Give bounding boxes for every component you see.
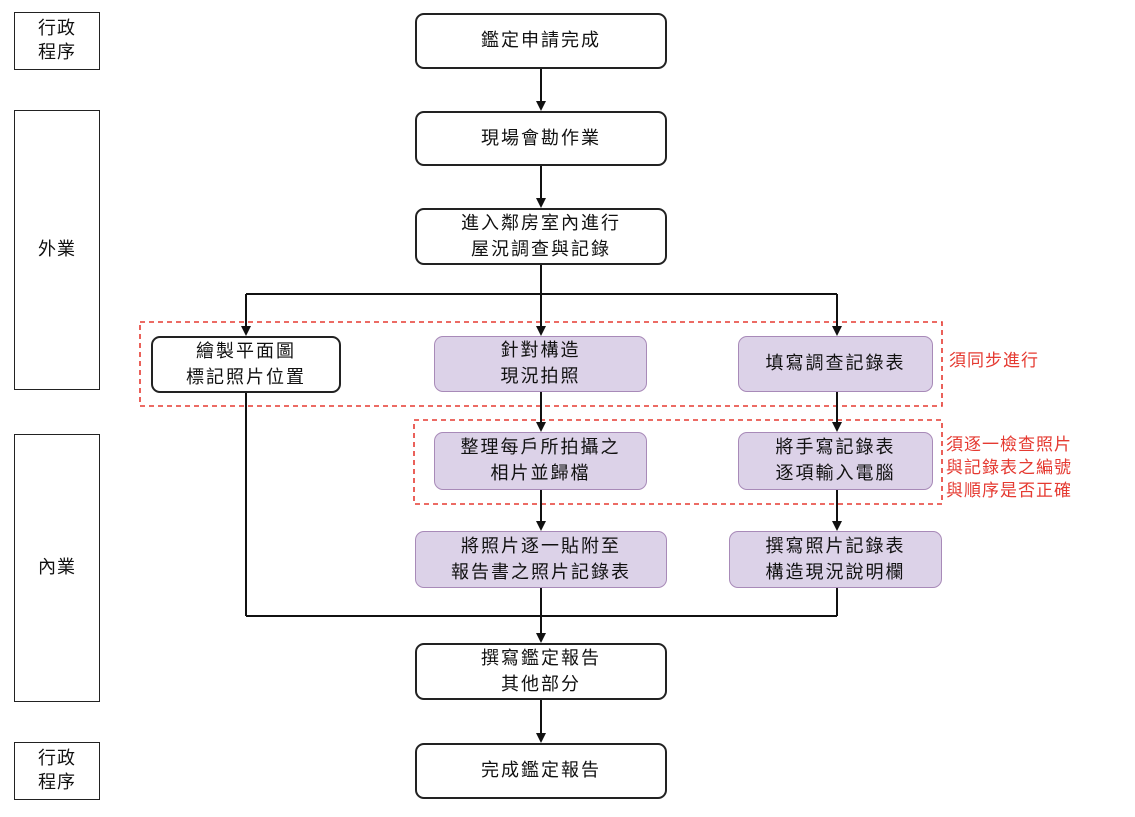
node-attach-photos-label: 將照片逐一貼附至 報告書之照片記錄表 <box>451 535 631 583</box>
lane-office: 內業 <box>14 434 100 702</box>
node-write-description: 撰寫照片記錄表 構造現況說明欄 <box>729 531 942 588</box>
node-enter-house: 進入鄰房室內進行 屋況調查與記錄 <box>415 208 667 265</box>
lane-admin-bottom-label: 行政 程序 <box>38 748 76 793</box>
node-write-report-label: 撰寫鑑定報告 其他部分 <box>481 647 601 695</box>
check-group-frame <box>413 419 943 505</box>
node-organize-photos: 整理每戶所拍攝之 相片並歸檔 <box>434 432 647 490</box>
node-enter-house-label: 進入鄰房室內進行 屋況調查與記錄 <box>461 212 621 260</box>
node-attach-photos: 將照片逐一貼附至 報告書之照片記錄表 <box>415 531 667 588</box>
lane-field-label: 外業 <box>38 239 76 260</box>
node-photo-structure: 針對構造 現況拍照 <box>434 336 647 392</box>
node-site-survey: 現場會勘作業 <box>415 111 667 166</box>
node-fill-record: 填寫調查記錄表 <box>738 336 933 392</box>
node-apply-complete-label: 鑑定申請完成 <box>481 30 601 51</box>
node-apply-complete: 鑑定申請完成 <box>415 13 667 69</box>
node-write-report: 撰寫鑑定報告 其他部分 <box>415 643 667 700</box>
lane-admin-top-label: 行政 程序 <box>38 18 76 63</box>
node-report-complete: 完成鑑定報告 <box>415 743 667 799</box>
node-write-description-label: 撰寫照片記錄表 構造現況說明欄 <box>765 535 906 583</box>
note-sync: 須同步進行 <box>949 351 1039 371</box>
node-fill-record-label: 填寫調查記錄表 <box>765 353 906 374</box>
node-organize-photos-label: 整理每戶所拍攝之 相片並歸檔 <box>460 437 621 484</box>
node-draw-plan-label: 繪製平面圖 標記照片位置 <box>186 340 306 388</box>
node-photo-structure-label: 針對構造 現況拍照 <box>500 340 581 387</box>
lane-admin-bottom: 行政 程序 <box>14 742 100 800</box>
node-input-computer-label: 將手寫記錄表 逐項輸入電腦 <box>775 437 896 484</box>
lane-field: 外業 <box>14 110 100 390</box>
node-draw-plan: 繪製平面圖 標記照片位置 <box>151 336 341 393</box>
node-site-survey-label: 現場會勘作業 <box>481 127 601 149</box>
node-report-complete-label: 完成鑑定報告 <box>481 760 601 781</box>
note-check: 須逐一檢查照片 與記錄表之編號 與順序是否正確 <box>946 435 1072 501</box>
node-input-computer: 將手寫記錄表 逐項輸入電腦 <box>738 432 933 490</box>
lane-office-label: 內業 <box>38 557 76 578</box>
lane-admin-top: 行政 程序 <box>14 12 100 70</box>
